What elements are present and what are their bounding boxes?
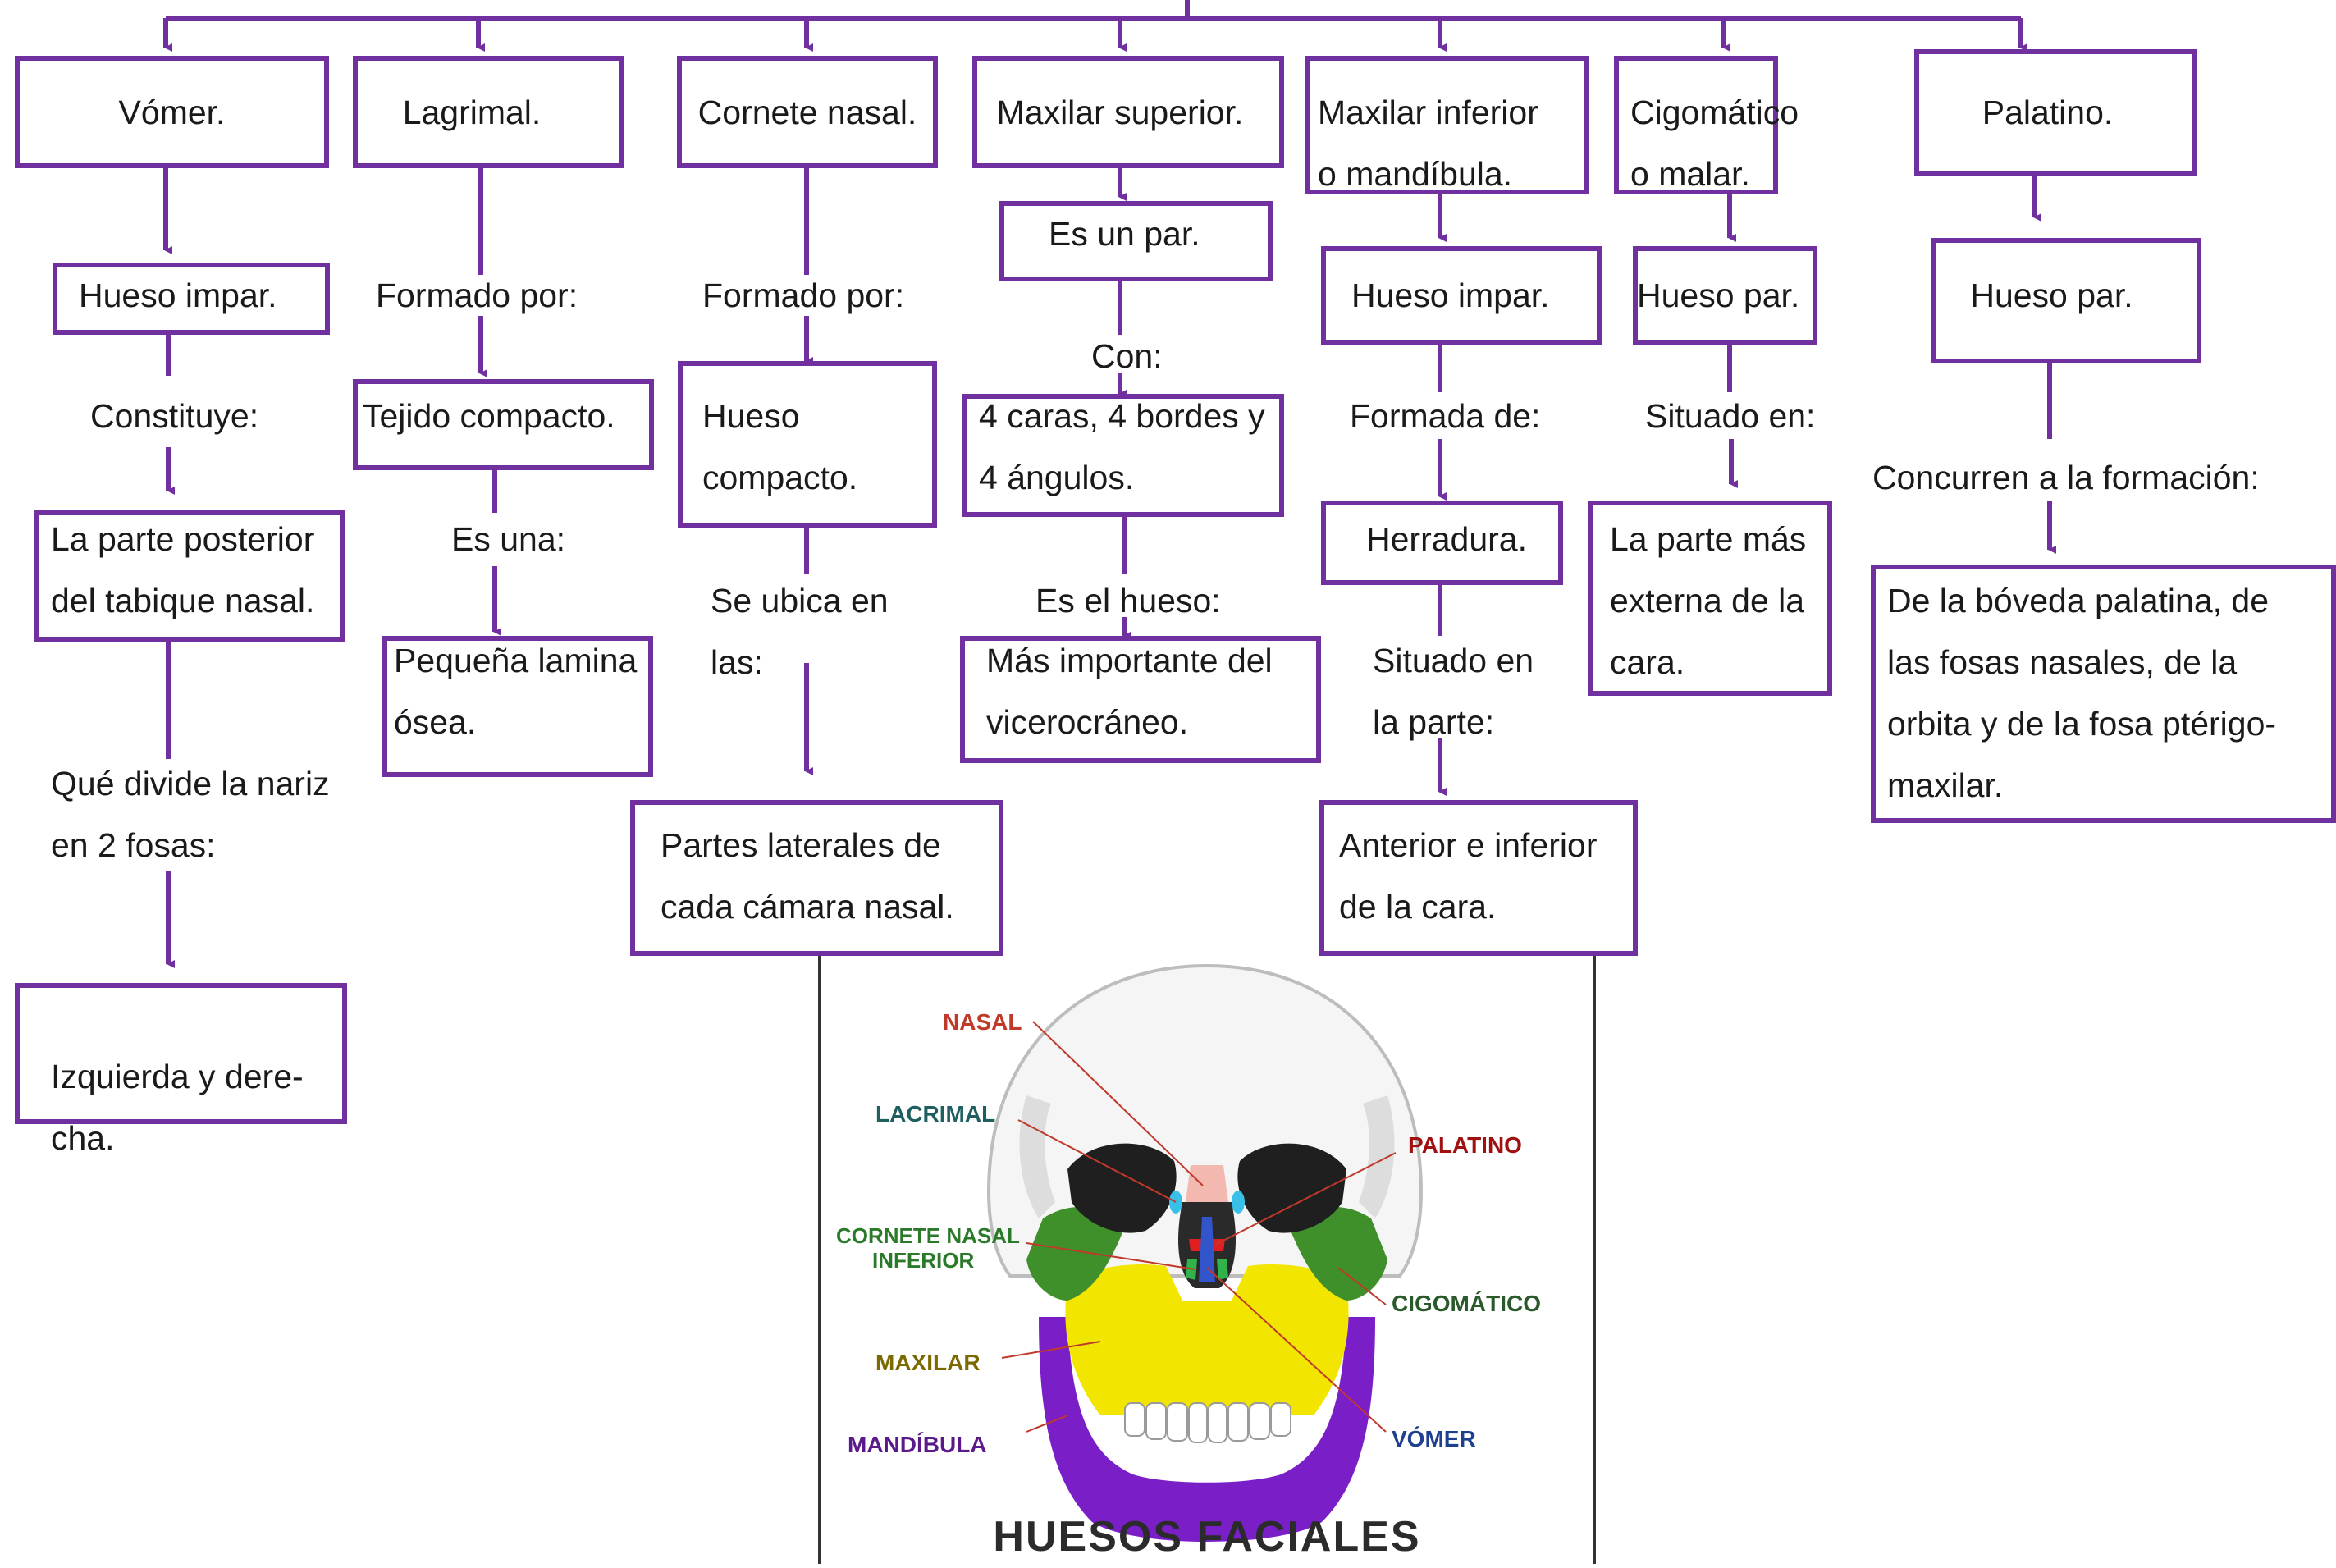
cornete-link-1: Formado por: <box>702 277 905 314</box>
cornete-title-box <box>677 56 938 168</box>
maxilar-sup-node-1: Es un par. <box>1049 215 1200 253</box>
cigomatico-title: Cigomático o malar. <box>1630 94 1799 193</box>
palatino-title: Palatino. <box>1982 94 2114 131</box>
cigomatico-node-2-box <box>1588 501 1832 696</box>
orbit-right <box>1237 1143 1346 1233</box>
label-mandibula: MANDÍBULA <box>848 1432 987 1457</box>
label-lacrimal: LACRIMAL <box>875 1101 995 1127</box>
bone-cornete-left <box>1186 1259 1197 1280</box>
teeth <box>1124 1402 1291 1443</box>
lagrimal-node-2: Pequeña lamina ósea. <box>394 642 638 741</box>
cornete-title: Cornete nasal. <box>697 94 917 131</box>
vomer-node-1-box <box>53 263 330 335</box>
palatino-node-2-box <box>1871 565 2336 823</box>
maxilar-inf-title: Maxilar inferior o mandíbula. <box>1318 94 1538 193</box>
leader-lines <box>1001 1021 1397 1433</box>
maxilar-inf-link-1: Formada de: <box>1350 397 1541 435</box>
maxilar-inf-node-1: Hueso impar. <box>1351 277 1550 314</box>
vomer-link-1: Constituye: <box>90 397 259 435</box>
lagrimal-title-box <box>353 56 624 168</box>
palatino-node-1-box <box>1931 238 2201 363</box>
vomer-title-box <box>15 56 329 168</box>
maxilar-inf-link-2: Situado en la parte: <box>1373 642 1534 741</box>
vomer-node-3-box <box>15 983 347 1124</box>
skull-illustration: NASAL LACRIMAL CORNETE NASAL INFERIOR MA… <box>836 963 1541 1561</box>
label-cigomatico: CIGOMÁTICO <box>1392 1291 1541 1316</box>
maxilar-inf-node-2: Herradura. <box>1366 520 1527 558</box>
maxilar-sup-title: Maxilar superior. <box>996 94 1244 131</box>
lagrimal-node-2-box <box>382 636 653 777</box>
cigomatico-link-1: Situado en: <box>1645 397 1816 435</box>
palatino-node-1: Hueso par. <box>1970 277 2133 314</box>
bone-lacrimal-right <box>1232 1191 1245 1214</box>
orbit-left <box>1067 1143 1177 1233</box>
lagrimal-node-1-box <box>353 379 654 470</box>
label-cornete-text: CORNETE NASAL <box>836 1223 1020 1248</box>
maxilar-inf-node-3: Anterior e inferior de la cara. <box>1339 826 1598 926</box>
vomer-node-3: Izquierda y dere- cha. <box>51 1058 304 1157</box>
label-maxilar: MAXILAR <box>875 1350 981 1375</box>
cornete-node-2-box <box>630 800 1003 956</box>
cigomatico-node-2: La parte más externa de la cara. <box>1610 520 1807 681</box>
lagrimal-title: Lagrimal. <box>402 94 542 131</box>
maxilar-inf-node-3-box <box>1319 800 1638 956</box>
maxilar-inf-title-box <box>1305 56 1589 194</box>
cigomatico-node-1: Hueso par. <box>1637 277 1800 314</box>
label-cornete: CORNETE NASAL INFERIOR <box>836 1223 1026 1273</box>
vomer-link-2: Qué divide la nariz en 2 fosas: <box>51 765 330 864</box>
lagrimal-node-1: Tejido compacto. <box>363 397 615 435</box>
maxilar-inf-node-2-box <box>1321 501 1563 585</box>
cigomatico-node-1-box <box>1633 246 1817 345</box>
bone-vomer <box>1199 1217 1215 1282</box>
label-palatino: PALATINO <box>1408 1132 1522 1158</box>
figure-caption: HUESOS FACIALES <box>993 1513 1420 1561</box>
vomer-node-1: Hueso impar. <box>79 277 277 314</box>
palatino-node-2: De la bóveda palatina, de las fosas nasa… <box>1887 582 2277 804</box>
maxilar-sup-node-3-box <box>960 636 1321 763</box>
maxilar-sup-node-2-box <box>962 394 1284 517</box>
bone-mandibula <box>1039 1317 1375 1542</box>
skull-figure: NASAL LACRIMAL CORNETE NASAL INFERIOR MA… <box>818 956 1596 1564</box>
maxilar-sup-node-1-box <box>999 201 1273 281</box>
bone-cornete-right <box>1217 1259 1228 1280</box>
vomer-title: Vómer. <box>118 94 226 131</box>
maxilar-sup-link-1: Con: <box>1091 337 1163 375</box>
label-vomer: VÓMER <box>1392 1426 1476 1451</box>
bone-maxilar <box>1065 1264 1349 1415</box>
maxilar-sup-link-2: Es el hueso: <box>1035 582 1221 619</box>
bone-nasal <box>1186 1165 1228 1202</box>
lagrimal-link-2: Es una: <box>451 520 566 558</box>
label-nasal: NASAL <box>943 1009 1022 1035</box>
palatino-link-1: Concurren a la formación: <box>1872 459 2260 496</box>
lagrimal-link-1: Formado por: <box>376 277 578 314</box>
bone-cigomatico-left <box>1026 1207 1125 1301</box>
cigomatico-title-box <box>1614 56 1778 194</box>
label-cornete-text-2: INFERIOR <box>872 1248 974 1273</box>
vomer-node-2: La parte posterior del tabique nasal. <box>51 520 315 619</box>
palatino-title-box <box>1914 49 2197 176</box>
maxilar-sup-node-2: 4 caras, 4 bordes y 4 ángulos. <box>979 397 1265 496</box>
maxilar-sup-title-box <box>972 56 1284 168</box>
cornete-node-1: Hueso compacto. <box>702 397 858 496</box>
cornete-link-2: Se ubica en las: <box>711 582 889 681</box>
cornete-node-2: Partes laterales de cada cámara nasal. <box>661 826 954 926</box>
cornete-node-1-box <box>678 361 937 528</box>
maxilar-sup-node-3: Más importante del vicerocráneo. <box>986 642 1273 741</box>
maxilar-inf-node-1-box <box>1321 246 1602 345</box>
bone-cigomatico-right <box>1289 1207 1387 1301</box>
vomer-node-2-box <box>34 510 345 642</box>
